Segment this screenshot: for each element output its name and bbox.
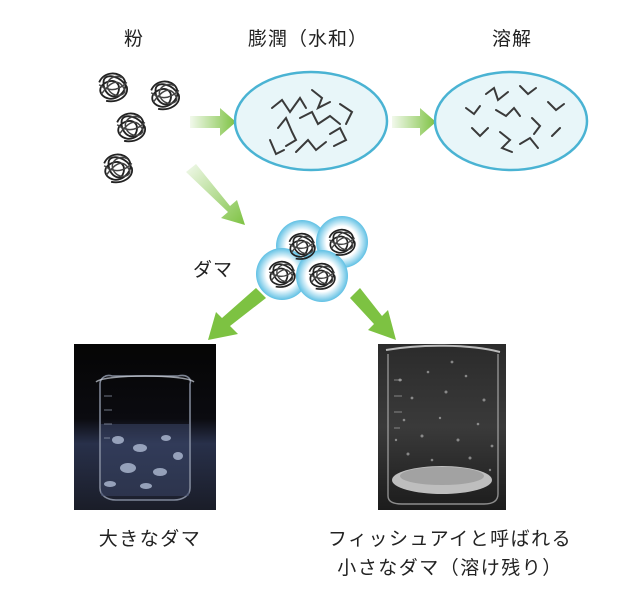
swelling-bubble [233,70,389,172]
powder-label: 粉 [124,28,145,50]
swelling-label: 膨潤（水和） [248,28,369,50]
lump-granule [296,250,348,302]
large-lumps [104,435,183,489]
powder-particles [98,72,181,184]
large-lump-beaker-photo [74,344,216,510]
arrow-lump-to-fisheye [350,288,396,340]
fisheye-caption-line2: 小さなダマ（溶け残り） [337,557,563,579]
dissolution-bubble [433,70,589,172]
powder-particle [98,72,129,103]
large-lump-caption: 大きなダマ [98,528,202,550]
arrow-swelling-to-dissolution [392,108,436,136]
powder-particle [150,80,181,111]
lump-cluster [256,216,368,302]
arrow-powder-to-swelling [190,108,236,136]
swollen-strands [269,89,354,156]
fisheye-caption-line1: フィッシュアイと呼ばれる [327,528,573,550]
fisheye-beaker-photo [378,344,506,510]
powder-particle [116,112,147,143]
lump-granule [256,248,308,300]
lump-label: ダマ [193,259,234,281]
arrow-lump-to-large-lump [208,288,266,340]
arrow-powder-to-lump [186,164,245,225]
powder-particle [103,153,134,184]
dissolution-label: 溶解 [492,28,533,50]
dissolved-strands [465,85,565,153]
fisheye-particles [394,360,494,472]
